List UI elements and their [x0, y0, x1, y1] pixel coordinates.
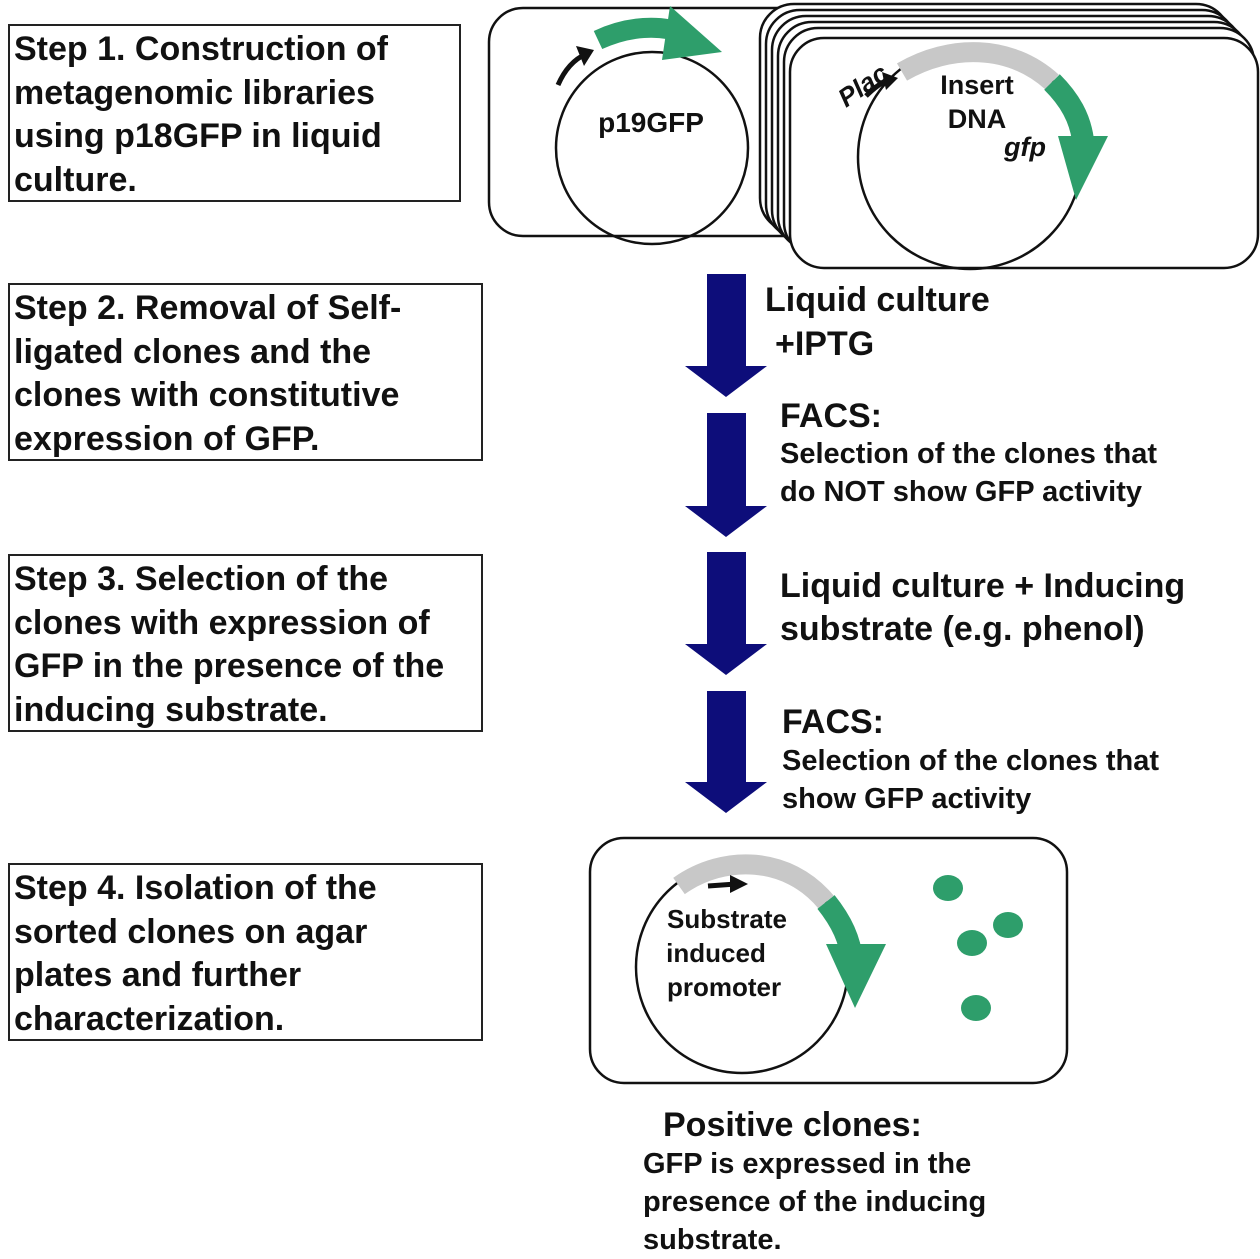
- result-line-3: substrate.: [643, 1224, 782, 1256]
- promoter-dna-arc: [673, 854, 834, 909]
- step-3-line: clones with expression of: [14, 603, 430, 642]
- colony: [961, 995, 991, 1021]
- insert-label-line2: DNA: [948, 104, 1007, 134]
- stage-2-heading: FACS:: [780, 397, 882, 435]
- step-4-line: plates and further: [14, 956, 302, 994]
- stage-1-line-1: Liquid culture: [765, 281, 990, 319]
- result-title: Positive clones:: [663, 1106, 922, 1144]
- result-line-2: presence of the inducing: [643, 1186, 987, 1218]
- step-3-line: inducing substrate.: [14, 690, 328, 729]
- agar-plate: Substrate induced promoter: [588, 836, 1069, 1085]
- step-1-line: Step 1. Construction of: [14, 30, 388, 68]
- stage-4-line-1: Selection of the clones that: [782, 745, 1160, 777]
- stage-3-line-1: Liquid culture + Inducing: [780, 567, 1186, 605]
- promoter-label-line1: Substrate: [667, 904, 787, 934]
- step-4-line: sorted clones on agar: [14, 912, 368, 951]
- promoter-label-line2: induced: [666, 938, 766, 968]
- result-line-1: GFP is expressed in the: [643, 1148, 972, 1180]
- stage-4-line-2: show GFP activity: [782, 783, 1032, 815]
- step-4-box: Step 4. Isolation of the sorted clones o…: [8, 863, 483, 1041]
- vector-culture-plate: p19GFP: [487, 6, 831, 246]
- step-3-line: GFP in the presence of the: [14, 647, 445, 685]
- gfp-gene-arrow-icon: [1044, 74, 1094, 142]
- stage-1-line-2: +IPTG: [775, 325, 875, 363]
- stage-2-line-2: do NOT show GFP activity: [780, 476, 1143, 508]
- p19gfp-plasmid-circle: [554, 50, 750, 246]
- vector-label: p19GFP: [598, 107, 704, 138]
- step-2-line: ligated clones and the: [14, 332, 372, 371]
- stage-4-heading: FACS:: [782, 703, 884, 741]
- colony: [933, 875, 963, 901]
- step-4-line: Step 4. Isolation of the: [14, 869, 377, 907]
- stage-2-line-1: Selection of the clones that: [780, 438, 1158, 470]
- step-3-line: Step 3. Selection of the: [14, 560, 389, 598]
- down-arrow-icon: [685, 691, 767, 813]
- colony: [957, 930, 987, 956]
- insert-dna-arc: [896, 42, 1059, 90]
- step-3-box: Step 3. Selection of the clones with exp…: [8, 554, 483, 732]
- down-arrow-icon: [685, 413, 767, 537]
- step-1-box: Step 1. Construction of metagenomic libr…: [8, 24, 461, 202]
- step-2-line: expression of GFP.: [14, 419, 320, 458]
- gfp-label: gfp: [1003, 132, 1046, 162]
- flow-arrows: [685, 274, 767, 813]
- step-2-box: Step 2. Removal of Self- ligated clones …: [8, 283, 483, 461]
- insert-label-line1: Insert: [940, 70, 1014, 100]
- step-4-line: characterization.: [14, 999, 285, 1038]
- library-plate-stack: Plac Insert DNA gfp: [758, 2, 1260, 271]
- step-1-line: using p18GFP in liquid: [14, 117, 382, 155]
- step-1-line: culture.: [14, 160, 137, 199]
- promoter-label-line3: promoter: [667, 972, 781, 1002]
- down-arrow-icon: [685, 274, 767, 397]
- colony: [993, 912, 1023, 938]
- stage-3-line-2: substrate (e.g. phenol): [780, 610, 1145, 648]
- step-2-line: Step 2. Removal of Self-: [14, 289, 402, 327]
- step-1-line: metagenomic libraries: [14, 73, 375, 112]
- step-2-line: clones with constitutive: [14, 376, 400, 414]
- down-arrow-icon: [685, 552, 767, 675]
